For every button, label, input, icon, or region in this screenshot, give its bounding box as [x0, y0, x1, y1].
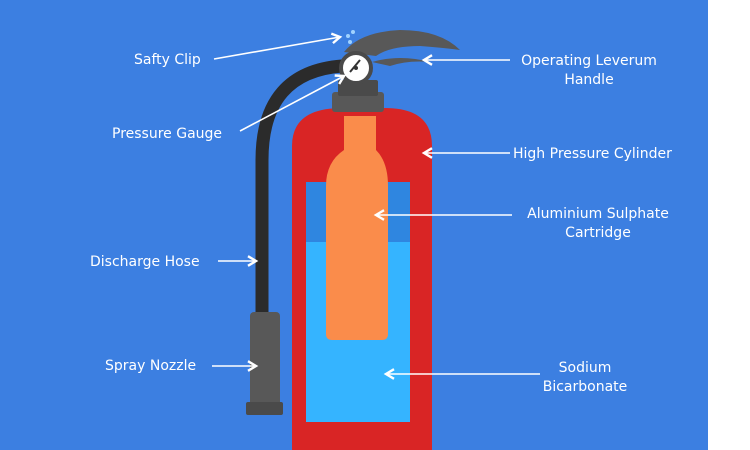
label-spray-nozzle: Spray Nozzle	[105, 358, 197, 374]
discharge-hose	[255, 59, 349, 329]
label-high-pressure-cylinder: High Pressure Cylinder	[513, 146, 672, 162]
label-cartridge: Aluminium Sulphate Cartridge	[527, 206, 669, 241]
operating-lever-handle	[344, 30, 460, 66]
label-pressure-gauge: Pressure Gauge	[112, 126, 223, 142]
label-sodium-bicarbonate: Sodium Bicarbonate	[542, 360, 628, 395]
label-safety-clip: Safty Clip	[134, 52, 201, 68]
valve-head	[332, 80, 384, 112]
safety-clip	[346, 30, 355, 44]
spray-nozzle	[246, 312, 283, 415]
leader-arrows	[212, 32, 540, 380]
arrow-safety-clip	[213, 32, 343, 60]
pressure-gauge	[339, 51, 373, 85]
arrow-pressure-gauge	[239, 74, 347, 132]
label-discharge-hose: Discharge Hose	[90, 254, 200, 270]
label-operating-lever: Operating Leverum Handle	[521, 53, 657, 88]
aluminium-sulphate-cartridge	[326, 116, 388, 340]
